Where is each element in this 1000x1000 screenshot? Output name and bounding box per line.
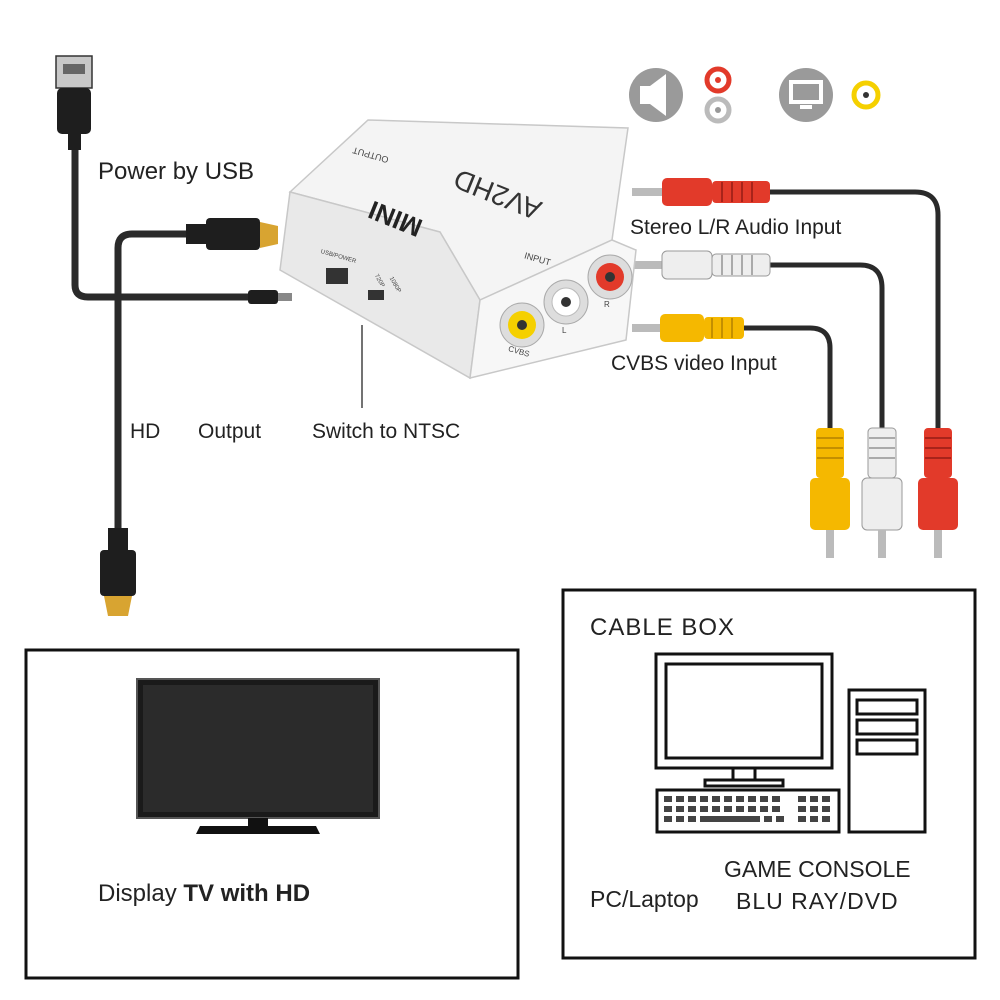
rca-plug-yellow-horizontal [632,314,744,342]
port-r-label: R [604,300,610,309]
hd-label: HD [130,420,161,443]
tv-with-hd: TV with HD [183,880,311,907]
converter-box [279,119,637,380]
keyboard-icon [655,788,841,834]
power-usb-label: Power by USB [98,158,255,185]
hdmi-plug-top [186,218,278,250]
resolution-switch[interactable] [368,290,384,300]
rca-plug-white-vertical [861,427,903,558]
stereo-audio-label: Stereo L/R Audio Input [630,216,842,239]
cvbs-video-label: CVBS video Input [611,352,777,375]
pc-laptop-label: PC/Laptop [590,886,699,912]
speaker-icon [629,68,683,122]
cvbs-port [499,302,545,348]
tower-icon [847,688,927,834]
source-frame [561,588,977,960]
rca-plug-white-horizontal [632,250,771,280]
hdmi-plug-bottom [100,528,136,616]
audio-rca-icon [704,66,732,124]
usb-plug [55,55,93,150]
tv-icon [136,678,380,834]
display-text: Display TV with HD [98,880,310,908]
display-prefix: Display [98,880,177,907]
rca-plug-yellow-vertical [810,428,850,558]
monitor-icon [779,68,833,122]
switch-ntsc-label: Switch to NTSC [312,420,461,443]
rca-cables [737,189,941,435]
hdmi-cable [114,230,194,534]
usb-power-port [326,268,348,284]
bluray-dvd-label: BLU RAY/DVD [736,888,899,914]
usb-power-cable [71,144,264,301]
video-rca-icon [851,80,881,110]
audio-l-port [543,279,589,325]
rca-plug-red-horizontal [632,178,770,206]
output-label: Output [198,420,262,443]
game-console-label: GAME CONSOLE [724,856,911,882]
cable-box-label: CABLE BOX [590,614,736,641]
power-barrel-plug [248,290,292,304]
pc-monitor-icon [654,652,834,788]
audio-r-port [587,254,633,300]
port-l-label: L [562,326,567,335]
rca-plug-red-vertical [918,428,958,558]
display-frame [24,648,520,980]
